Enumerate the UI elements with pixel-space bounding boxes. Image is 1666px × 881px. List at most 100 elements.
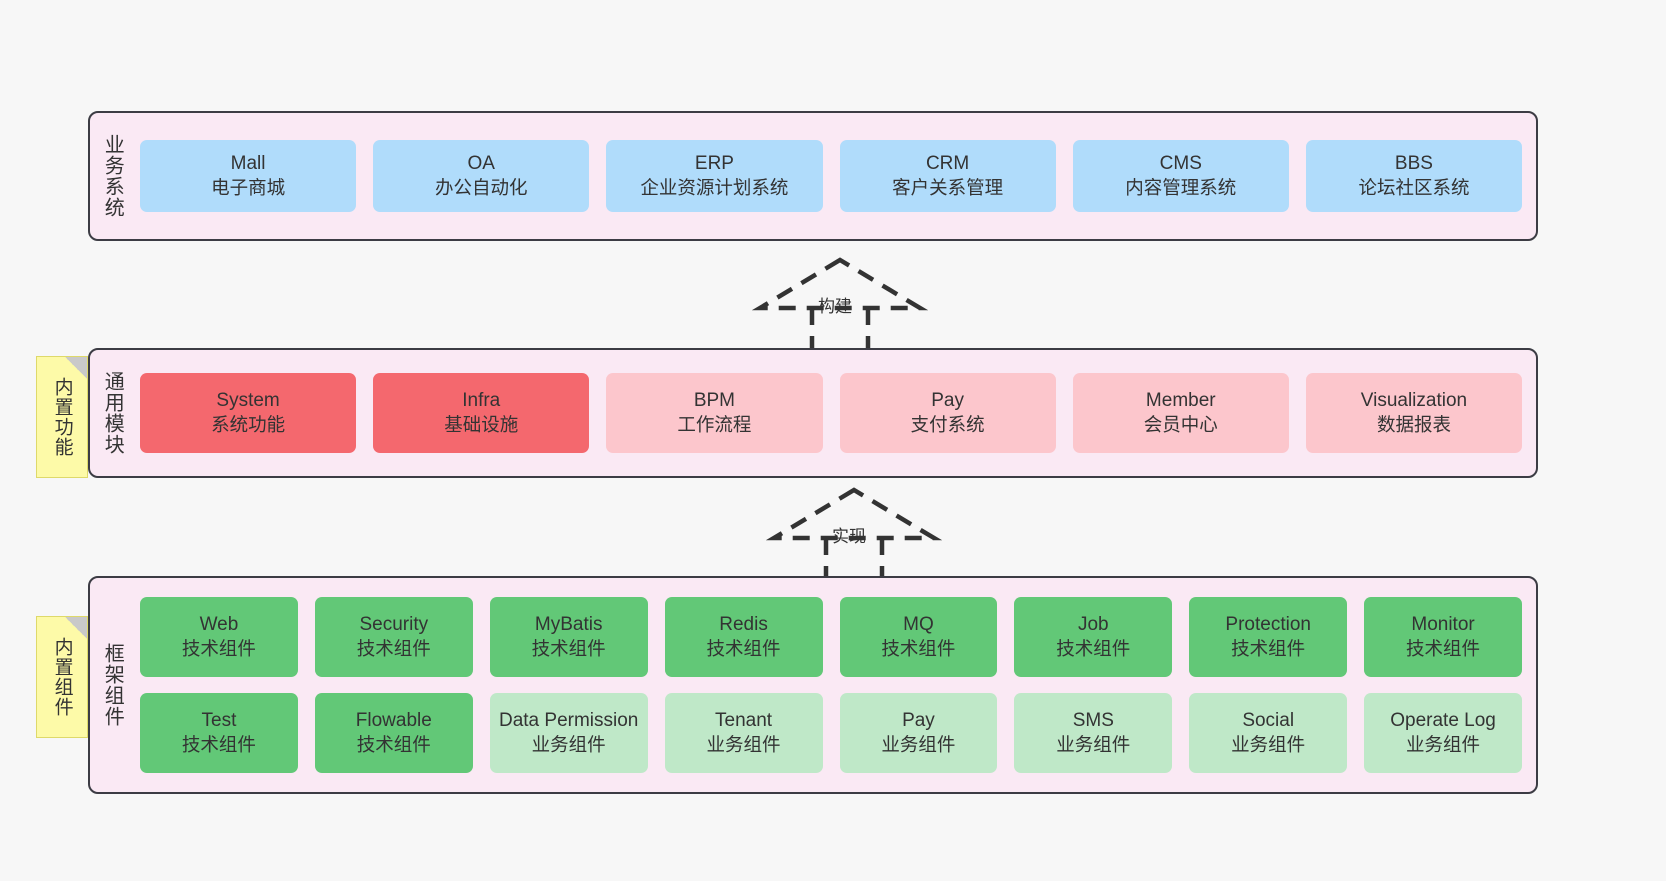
card-subtitle: 论坛社区系统 xyxy=(1358,177,1470,199)
card-subtitle: 基础设施 xyxy=(444,414,519,436)
card-subtitle: 技术组件 xyxy=(356,734,431,756)
card-subtitle: 技术组件 xyxy=(181,734,256,756)
card-subtitle: 业务组件 xyxy=(881,734,956,756)
card-mall[interactable]: Mall 电子商城 xyxy=(140,140,357,212)
card-title: OA xyxy=(467,153,495,174)
card-subtitle: 电子商城 xyxy=(211,177,286,199)
card-title: Web xyxy=(199,614,239,635)
card-title: ERP xyxy=(694,153,734,174)
card-title: Infra xyxy=(462,390,501,411)
card-row: Mall 电子商城 OA 办公自动化 ERP 企业资源计划系统 CRM 客户关系… xyxy=(140,140,1523,212)
card-title: Operate Log xyxy=(1390,710,1496,731)
card-subtitle: 业务组件 xyxy=(1056,734,1131,756)
card-title: Visualization xyxy=(1360,390,1468,411)
card-row: Test 技术组件 Flowable 技术组件 Data Permission … xyxy=(140,693,1522,773)
card-title: MyBatis xyxy=(534,614,603,635)
card-flowable[interactable]: Flowable 技术组件 xyxy=(314,693,473,773)
page-fold-icon xyxy=(65,617,87,639)
card-subtitle: 技术组件 xyxy=(181,638,256,660)
card-subtitle: 支付系统 xyxy=(910,414,985,436)
card-title: Member xyxy=(1145,390,1216,411)
card-security[interactable]: Security 技术组件 xyxy=(314,597,473,677)
card-subtitle: 办公自动化 xyxy=(435,177,528,199)
card-subtitle: 会员中心 xyxy=(1143,414,1218,436)
card-protection[interactable]: Protection 技术组件 xyxy=(1189,597,1348,677)
card-title: Social xyxy=(1242,710,1295,731)
card-title: Test xyxy=(201,710,237,731)
card-monitor[interactable]: Monitor 技术组件 xyxy=(1364,597,1522,677)
card-subtitle: 业务组件 xyxy=(706,734,781,756)
card-subtitle: 内容管理系统 xyxy=(1125,177,1237,199)
layer-label-business: 业务系统 xyxy=(101,134,124,218)
generalization-arrow-icon xyxy=(751,257,929,352)
card-title: Job xyxy=(1077,614,1109,635)
arrow-label-build: 构建 xyxy=(818,297,852,316)
card-erp[interactable]: ERP 企业资源计划系统 xyxy=(606,140,823,212)
card-row: System 系统功能 Infra 基础设施 BPM 工作流程 Pay 支付系统… xyxy=(140,373,1523,453)
card-subtitle: 技术组件 xyxy=(706,638,781,660)
card-operate-log[interactable]: Operate Log 业务组件 xyxy=(1364,693,1522,773)
card-sms[interactable]: SMS 业务组件 xyxy=(1014,693,1173,773)
card-subtitle: 工作流程 xyxy=(677,414,752,436)
card-title: Mall xyxy=(230,153,266,174)
card-subtitle: 业务组件 xyxy=(1406,734,1481,756)
card-pay-component[interactable]: Pay 业务组件 xyxy=(839,693,998,773)
note-builtin-features: 内置功能 xyxy=(36,356,88,478)
card-cms[interactable]: CMS 内容管理系统 xyxy=(1072,140,1289,212)
card-title: SMS xyxy=(1072,710,1114,731)
card-subtitle: 业务组件 xyxy=(531,734,606,756)
card-tenant[interactable]: Tenant 业务组件 xyxy=(664,693,823,773)
generalization-arrow-icon xyxy=(765,487,943,582)
card-title: Pay xyxy=(902,710,935,731)
card-bbs[interactable]: BBS 论坛社区系统 xyxy=(1305,140,1523,212)
card-title: CRM xyxy=(925,153,970,174)
card-redis[interactable]: Redis 技术组件 xyxy=(664,597,823,677)
card-title: BBS xyxy=(1394,153,1433,174)
card-title: MQ xyxy=(903,614,934,635)
card-subtitle: 数据报表 xyxy=(1376,414,1451,436)
card-oa[interactable]: OA 办公自动化 xyxy=(373,140,590,212)
card-title: System xyxy=(216,390,280,411)
card-subtitle: 技术组件 xyxy=(531,638,606,660)
layer-business-systems: 业务系统 Mall 电子商城 OA 办公自动化 ERP 企业资源计划系统 CRM… xyxy=(88,111,1538,241)
card-title: Flowable xyxy=(355,710,432,731)
card-system[interactable]: System 系统功能 xyxy=(140,373,357,453)
layer-label-framework: 框架组件 xyxy=(101,643,124,727)
card-title: Monitor xyxy=(1411,614,1475,635)
card-infra[interactable]: Infra 基础设施 xyxy=(373,373,590,453)
card-social[interactable]: Social 业务组件 xyxy=(1189,693,1348,773)
card-row: Web 技术组件 Security 技术组件 MyBatis 技术组件 Redi… xyxy=(140,597,1522,677)
card-subtitle: 技术组件 xyxy=(356,638,431,660)
card-crm[interactable]: CRM 客户关系管理 xyxy=(839,140,1056,212)
card-title: Pay xyxy=(931,390,964,411)
card-title: CMS xyxy=(1159,153,1202,174)
card-subtitle: 技术组件 xyxy=(881,638,956,660)
card-member[interactable]: Member 会员中心 xyxy=(1072,373,1289,453)
card-subtitle: 企业资源计划系统 xyxy=(640,177,789,199)
card-web[interactable]: Web 技术组件 xyxy=(140,597,298,677)
card-subtitle: 系统功能 xyxy=(211,414,286,436)
arrow-implement: 实现 xyxy=(765,486,943,582)
arrow-label-implement: 实现 xyxy=(832,527,866,546)
card-pay-module[interactable]: Pay 支付系统 xyxy=(839,373,1056,453)
card-visualization[interactable]: Visualization 数据报表 xyxy=(1305,373,1523,453)
note-builtin-components: 内置组件 xyxy=(36,616,88,738)
layer-label-common: 通用模块 xyxy=(101,371,124,455)
card-bpm[interactable]: BPM 工作流程 xyxy=(606,373,823,453)
note-label: 内置功能 xyxy=(51,377,73,457)
card-title: BPM xyxy=(693,390,736,411)
card-data-permission[interactable]: Data Permission 业务组件 xyxy=(489,693,648,773)
card-subtitle: 技术组件 xyxy=(1406,638,1481,660)
card-title: Tenant xyxy=(715,710,773,731)
layer-common-modules: 通用模块 System 系统功能 Infra 基础设施 BPM 工作流程 Pay… xyxy=(88,348,1538,478)
card-title: Redis xyxy=(719,614,768,635)
card-mybatis[interactable]: MyBatis 技术组件 xyxy=(489,597,648,677)
layer-body-framework: Web 技术组件 Security 技术组件 MyBatis 技术组件 Redi… xyxy=(134,578,1536,792)
arrow-build: 构建 xyxy=(751,256,929,352)
card-mq[interactable]: MQ 技术组件 xyxy=(839,597,998,677)
page-fold-icon xyxy=(65,357,87,379)
layer-body-business: Mall 电子商城 OA 办公自动化 ERP 企业资源计划系统 CRM 客户关系… xyxy=(134,113,1536,239)
card-test[interactable]: Test 技术组件 xyxy=(140,693,298,773)
card-job[interactable]: Job 技术组件 xyxy=(1014,597,1173,677)
